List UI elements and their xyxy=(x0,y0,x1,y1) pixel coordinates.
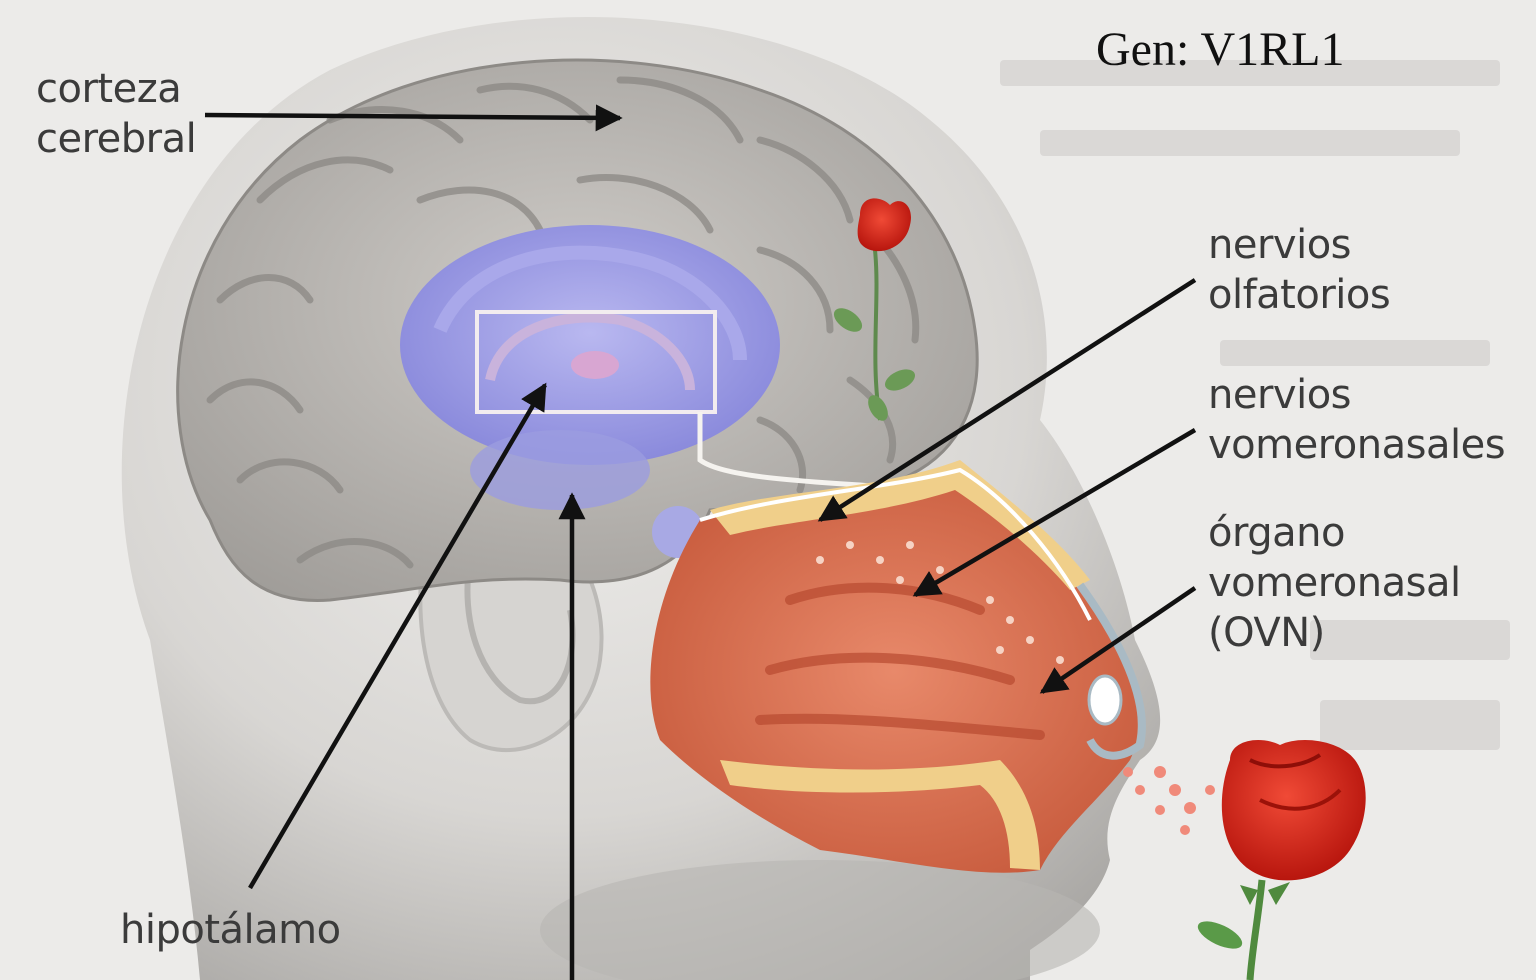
label-organo-vomeronasal: órgano vomeronasal (OVN) xyxy=(1208,508,1461,658)
odor-particles xyxy=(1123,766,1215,835)
label-corteza-cerebral: corteza cerebral xyxy=(36,64,196,164)
label-nervios-olfatorios: nervios olfatorios xyxy=(1208,220,1390,320)
thalamus-spot xyxy=(571,351,619,379)
label-nervios-vomeronasales: nervios vomeronasales xyxy=(1208,370,1505,470)
arrow-corteza xyxy=(205,115,620,118)
gene-label: Gen: V1RL1 xyxy=(1096,22,1344,77)
label-hipotalamo: hipotálamo xyxy=(120,905,341,955)
rose-icon xyxy=(1194,740,1366,980)
vomeronasal-organ xyxy=(1089,676,1121,724)
limbic-region xyxy=(400,225,780,465)
